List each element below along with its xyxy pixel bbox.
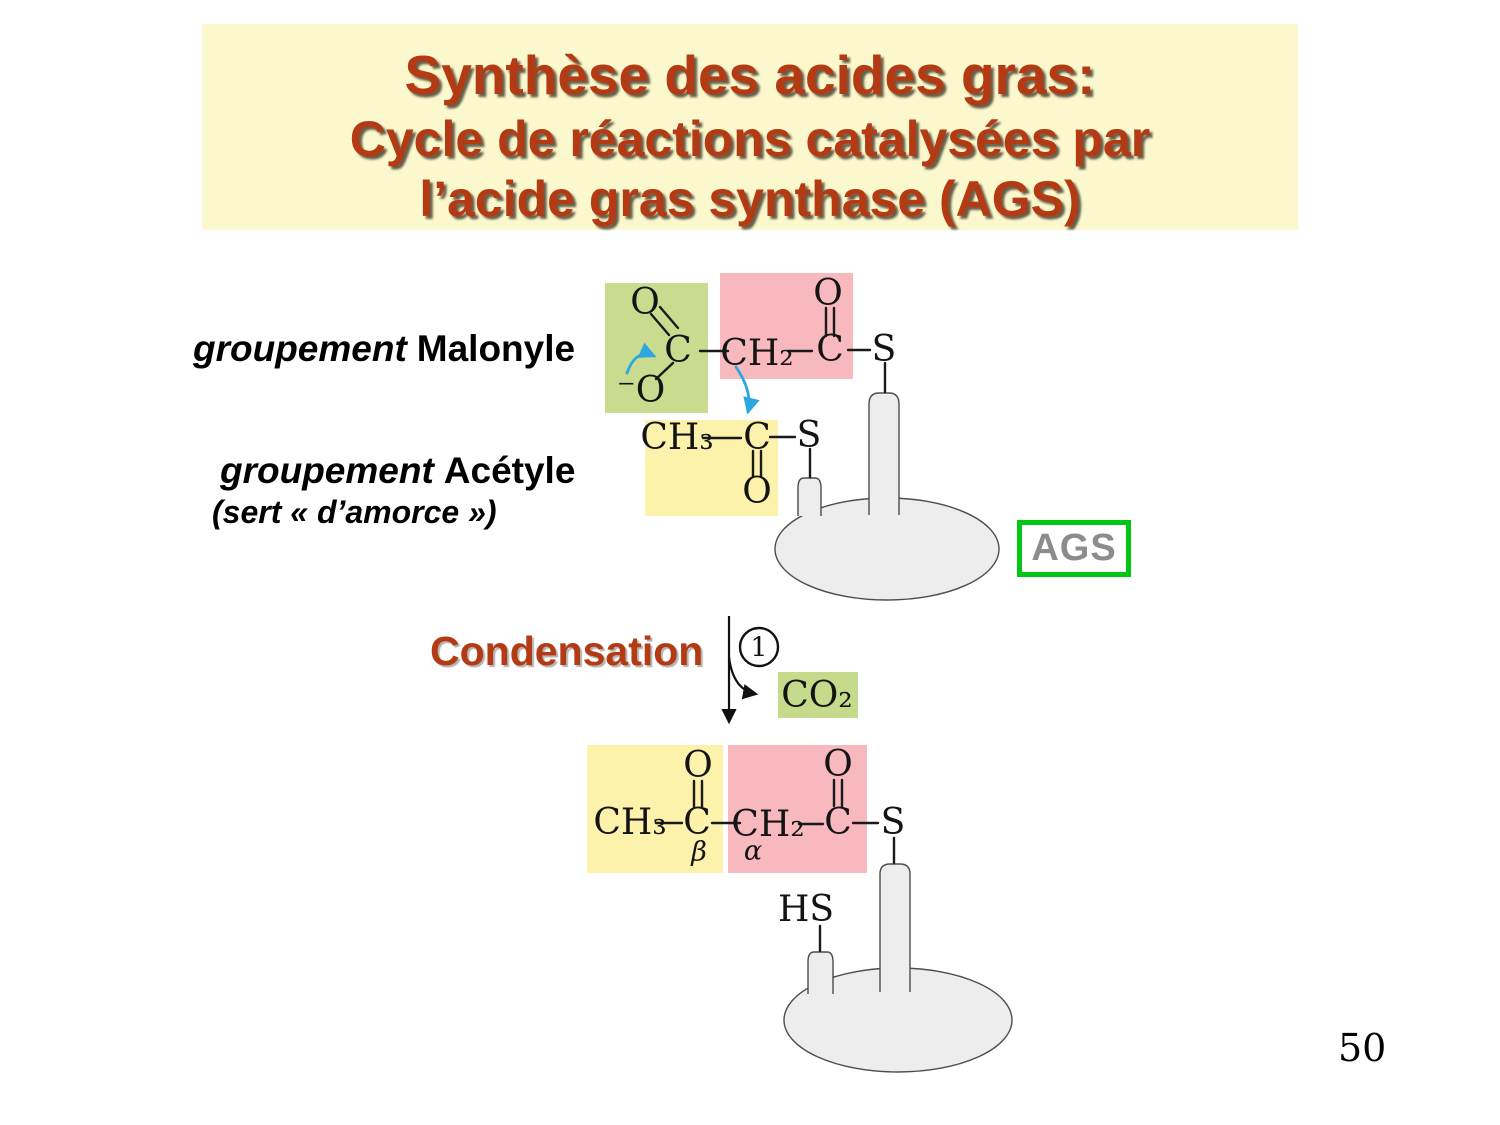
co2-highlight: [778, 672, 858, 718]
product-ch3: CH₃: [593, 802, 667, 843]
ags-enzyme-label: AGS: [1031, 527, 1117, 569]
product-alpha-label: α: [743, 835, 763, 867]
product-hs: HS: [777, 889, 835, 930]
product-s: S: [880, 802, 906, 843]
label-malonyl-name: Malonyle: [416, 328, 576, 369]
enzyme-top-bump: [797, 477, 822, 516]
product-c-alpha: C: [824, 802, 852, 843]
slide-title-line3: l’acide gras synthase (AGS): [419, 171, 1081, 227]
enzyme-top-shape: [774, 392, 1000, 601]
acetyl-s: S: [796, 415, 822, 456]
malonyl-s: S: [871, 329, 897, 370]
malonyl-acyl-highlight: [720, 273, 853, 379]
slide-title-line1: Synthèse des acides gras:: [404, 44, 1096, 106]
label-acetyl-note: (sert « d’amorce »): [212, 494, 497, 530]
page-number: 50: [1338, 1026, 1387, 1070]
step-1-number: 1: [750, 632, 768, 664]
product-c-beta: C: [683, 802, 711, 843]
enzyme-bottom-shape: [783, 863, 1013, 1073]
label-malonyl-prefix: groupement: [193, 328, 407, 369]
co2-formula: CO₂: [781, 675, 853, 716]
malonyl-bonds: [649, 305, 887, 394]
malonyl-o-thioester: O: [813, 273, 843, 314]
acetyl-o: O: [742, 471, 772, 512]
product-ch2: CH₂: [731, 804, 805, 845]
label-condensation: Condensation: [430, 628, 704, 674]
co2-release-arrow: [727, 656, 759, 700]
acetyl-ch3: CH₃: [640, 417, 714, 458]
electron-arrow-carboxyl: [625, 342, 657, 375]
malonyl-c-carboxyl: C: [664, 330, 692, 371]
ags-enzyme-label-box: AGS: [1017, 520, 1131, 577]
enzyme-top-stalk: [868, 392, 900, 515]
enzyme-bottom-stalk: [879, 863, 911, 992]
slide-title-line2: Cycle de réactions catalysées par: [349, 111, 1151, 167]
malonyl-carboxyl-highlight: [605, 283, 708, 413]
title-box: Synthèse des acides gras: Cycle de réact…: [202, 24, 1298, 230]
acetyl-bonds: [701, 435, 812, 479]
product-beta-label: β: [691, 836, 707, 868]
malonyl-c-thioester: C: [816, 329, 844, 370]
product-o-alpha: O: [823, 744, 853, 785]
product-beta-highlight: [587, 745, 723, 873]
malonyl-o-top: O: [630, 282, 660, 323]
malonyl-ch2: CH₂: [720, 333, 794, 374]
malonyl-o-minus: ⁻O: [616, 370, 666, 411]
acetyl-c: C: [743, 417, 771, 458]
enzyme-bottom-bump: [807, 951, 834, 994]
electron-arrow-ch2-to-acetyl: [734, 365, 760, 415]
acetyl-highlight: [645, 420, 778, 516]
step-1-circle: [738, 626, 780, 668]
label-acetyl-prefix: groupement: [220, 450, 434, 491]
label-acetyl-name: Acétyle: [443, 450, 576, 491]
product-bonds: [654, 778, 896, 953]
product-o-beta: O: [683, 745, 713, 786]
product-alpha-highlight: [728, 745, 867, 873]
